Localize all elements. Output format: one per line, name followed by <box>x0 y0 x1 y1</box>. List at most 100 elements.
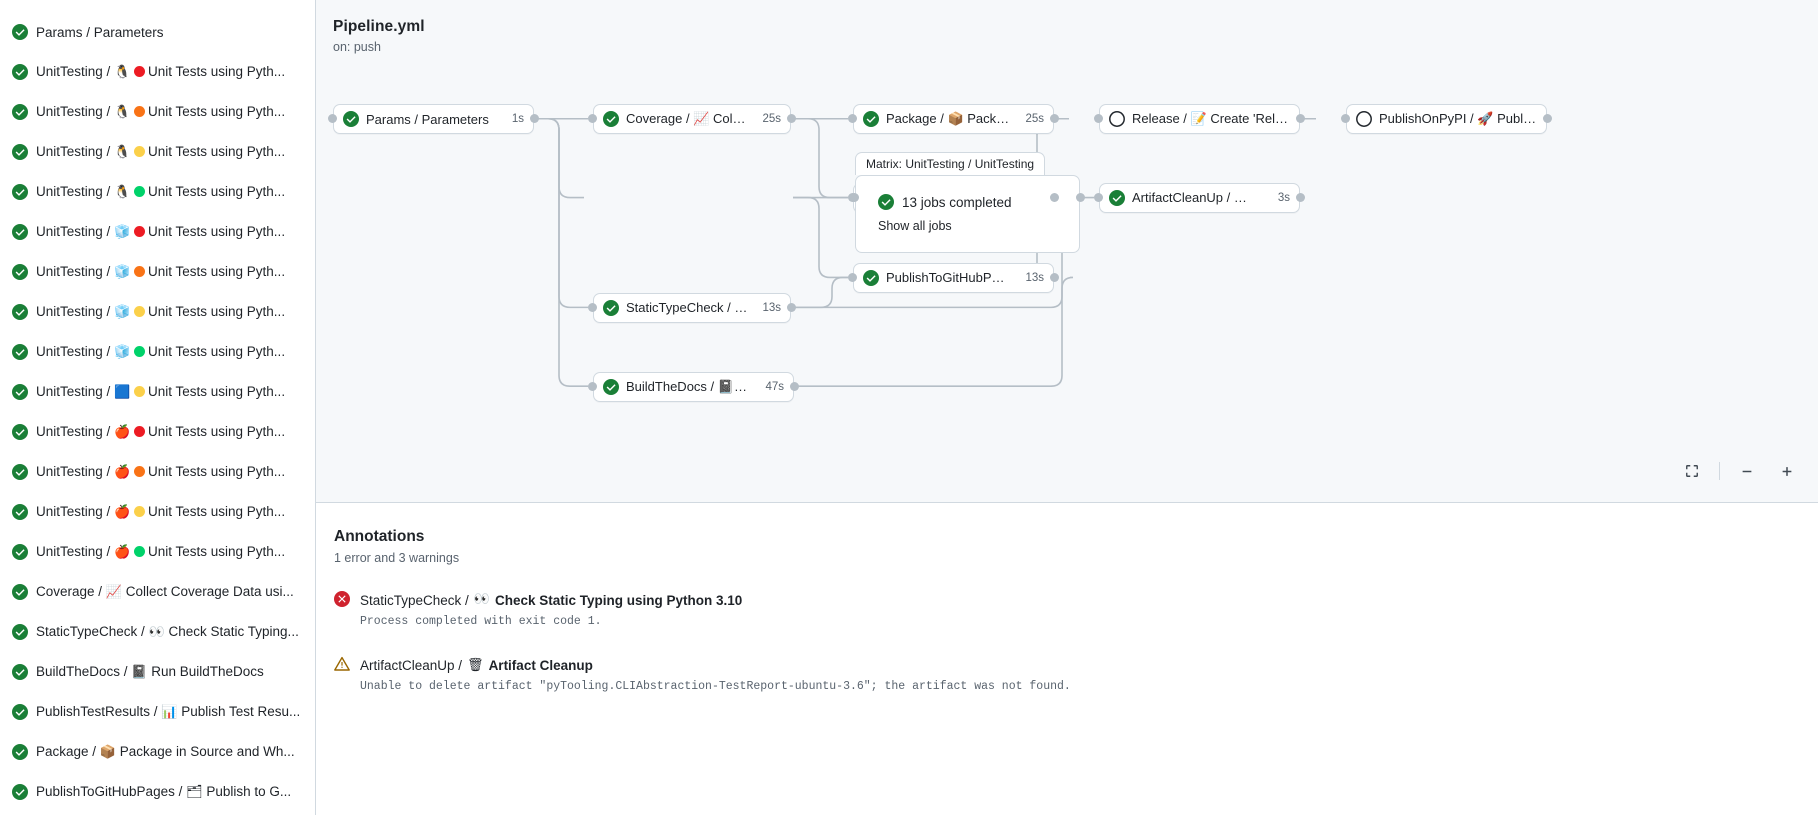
success-check-icon <box>12 264 28 280</box>
sidebar-job-item[interactable]: UnitTesting / 🧊 Unit Tests using Pyth... <box>4 292 311 332</box>
success-check-icon <box>12 344 28 360</box>
graph-node-release[interactable]: Release / 📝 Create 'Release P... <box>1099 104 1300 134</box>
success-check-icon <box>12 664 28 680</box>
sidebar-job-item[interactable]: UnitTesting / 🧊 Unit Tests using Pyth... <box>4 212 311 252</box>
graph-node-coverage[interactable]: Coverage / 📈 Collect Cove...25s <box>593 104 791 134</box>
sidebar-job-item[interactable]: Params / Parameters <box>4 12 311 52</box>
job-os-emoji-icon: 🍎 <box>114 425 131 440</box>
graph-node-typecheck[interactable]: StaticTypeCheck / 👀 Chec... 13s <box>593 293 791 323</box>
sidebar-job-item[interactable]: UnitTesting / 🍎 Unit Tests using Pyth... <box>4 492 311 532</box>
node-port-out <box>790 382 799 391</box>
graph-zoom-controls[interactable] <box>1679 458 1800 484</box>
sidebar-job-label: UnitTesting / 🧊 Unit Tests using Pyth... <box>36 304 286 320</box>
python-version-dot-icon <box>134 306 145 317</box>
sidebar-job-label: Params / Parameters <box>36 24 164 40</box>
node-step-emoji-icon: 👀 <box>734 301 747 316</box>
sidebar-job-item[interactable]: UnitTesting / 🍎 Unit Tests using Pyth... <box>4 412 311 452</box>
error-icon <box>334 591 350 607</box>
sidebar-job-item[interactable]: UnitTesting / 🐧 Unit Tests using Pyth... <box>4 172 311 212</box>
sidebar-job-label: UnitTesting / 🧊 Unit Tests using Pyth... <box>36 344 286 360</box>
zoom-separator <box>1719 462 1720 480</box>
sidebar-job-item[interactable]: Coverage / 📈 Collect Coverage Data usi..… <box>4 572 311 612</box>
show-all-jobs-link[interactable]: Show all jobs <box>878 219 952 233</box>
graph-node-label: Package / 📦 Package in So... <box>886 111 1011 127</box>
graph-node-ghpages[interactable]: PublishToGitHubPages / 🗂 ...13s <box>853 263 1054 293</box>
skipped-circle-icon <box>1356 111 1372 127</box>
python-version-dot-icon <box>134 106 145 117</box>
sidebar-job-label: UnitTesting / 🍎 Unit Tests using Pyth... <box>36 504 286 520</box>
sidebar-job-item[interactable]: UnitTesting / 🍎 Unit Tests using Pyth... <box>4 452 311 492</box>
success-check-icon <box>12 624 28 640</box>
sidebar-job-item[interactable]: Package / 📦 Package in Source and Wh... <box>4 732 311 772</box>
annotations-subtitle: 1 error and 3 warnings <box>334 551 460 565</box>
node-port-out <box>1543 114 1552 123</box>
node-step-emoji-icon: 🗑 <box>1233 191 1251 206</box>
workflow-graph-panel[interactable]: Pipeline.yml on: push <box>316 0 1818 503</box>
sidebar-job-label: StaticTypeCheck / 👀 Check Static Typing.… <box>36 624 299 640</box>
sidebar-job-item[interactable]: PublishTestResults / 📊 Publish Test Resu… <box>4 692 311 732</box>
success-check-icon <box>12 464 28 480</box>
sidebar-job-item[interactable]: UnitTesting / 🐧 Unit Tests using Pyth... <box>4 132 311 172</box>
graph-node-label: StaticTypeCheck / 👀 Chec... <box>626 300 747 316</box>
sidebar-job-item[interactable]: PublishToGitHubPages / 🗂 Publish to G... <box>4 772 311 812</box>
node-port-in <box>1094 193 1103 202</box>
matrix-port-out <box>1076 193 1085 202</box>
success-check-icon <box>12 24 28 40</box>
node-port-in <box>328 114 337 123</box>
graph-node-pypi[interactable]: PublishOnPyPI / 🚀 Publish to ... <box>1346 104 1547 134</box>
sidebar-job-label: UnitTesting / 🐧 Unit Tests using Pyth... <box>36 64 286 80</box>
zoom-out-icon[interactable] <box>1734 458 1760 484</box>
annotation-step-emoji-icon: 🗑 <box>467 657 484 673</box>
graph-node-duration: 25s <box>762 113 781 125</box>
success-check-icon <box>12 224 28 240</box>
job-os-emoji-icon: 🍎 <box>114 465 131 480</box>
graph-node-docs[interactable]: BuildTheDocs / 📓 Run Buil... 47s <box>593 372 794 402</box>
sidebar-job-label: BuildTheDocs / 📓 Run BuildTheDocs <box>36 664 264 680</box>
sidebar-job-item[interactable]: UnitTesting / 🍎 Unit Tests using Pyth... <box>4 532 311 572</box>
sidebar-job-label: UnitTesting / 🧊 Unit Tests using Pyth... <box>36 264 286 280</box>
graph-node-package[interactable]: Package / 📦 Package in So...25s <box>853 104 1054 134</box>
sidebar-job-item[interactable]: UnitTesting / 🐧 Unit Tests using Pyth... <box>4 52 311 92</box>
matrix-group-tab-label: Matrix: UnitTesting / UnitTesting <box>866 157 1035 171</box>
job-os-emoji-icon: 🐧 <box>114 185 131 200</box>
python-version-dot-icon <box>134 466 145 477</box>
success-check-icon <box>343 111 359 127</box>
matrix-group-unittesting[interactable]: Matrix: UnitTesting / UnitTesting 13 job… <box>855 152 1080 253</box>
success-check-icon <box>863 111 879 127</box>
annotation-step-emoji-icon: 👀 <box>473 592 490 608</box>
sidebar-job-item[interactable]: UnitTesting / 🧊 Unit Tests using Pyth... <box>4 252 311 292</box>
sidebar-job-item[interactable]: UnitTesting / 🐧 Unit Tests using Pyth... <box>4 92 311 132</box>
node-port-in <box>848 273 857 282</box>
success-check-icon <box>12 504 28 520</box>
annotation-step: Artifact Cleanup <box>488 658 593 674</box>
job-os-emoji-icon: 🐧 <box>114 65 131 80</box>
sidebar-job-item[interactable]: UnitTesting / 🧊 Unit Tests using Pyth... <box>4 332 311 372</box>
zoom-in-icon[interactable] <box>1774 458 1800 484</box>
job-os-emoji-icon: 🧊 <box>114 305 131 320</box>
sidebar-job-item[interactable]: BuildTheDocs / 📓 Run BuildTheDocs <box>4 652 311 692</box>
sidebar-job-label: Package / 📦 Package in Source and Wh... <box>36 744 295 760</box>
sidebar-job-label: UnitTesting / 🧊 Unit Tests using Pyth... <box>36 224 286 240</box>
annotation-message: Process completed with exit code 1. <box>360 614 602 628</box>
success-check-icon <box>12 184 28 200</box>
fit-screen-icon[interactable] <box>1679 458 1705 484</box>
node-step-emoji-icon: 📈 <box>693 112 710 127</box>
job-os-emoji-icon: 🧊 <box>114 225 131 240</box>
graph-node-duration: 47s <box>765 381 784 393</box>
sidebar-job-item[interactable]: StaticTypeCheck / 👀 Check Static Typing.… <box>4 612 311 652</box>
node-port-out <box>530 114 539 123</box>
job-os-emoji-icon: 🧊 <box>114 345 131 360</box>
graph-node-label: ArtifactCleanUp / 🗑 Artifac... <box>1132 190 1263 206</box>
sidebar-job-item[interactable]: UnitTesting / 🟦 Unit Tests using Pyth... <box>4 372 311 412</box>
node-step-emoji-icon: 🚀 <box>1477 112 1494 127</box>
graph-node-label: BuildTheDocs / 📓 Run Buil... <box>626 379 750 395</box>
graph-node-duration: 13s <box>762 302 781 314</box>
graph-node-artifact[interactable]: ArtifactCleanUp / 🗑 Artifac...3s <box>1099 183 1300 213</box>
sidebar-job-label: UnitTesting / 🐧 Unit Tests using Pyth... <box>36 144 286 160</box>
warning-icon <box>334 656 350 672</box>
annotation-item[interactable]: StaticTypeCheck / 👀Check Static Typing u… <box>334 591 1800 630</box>
